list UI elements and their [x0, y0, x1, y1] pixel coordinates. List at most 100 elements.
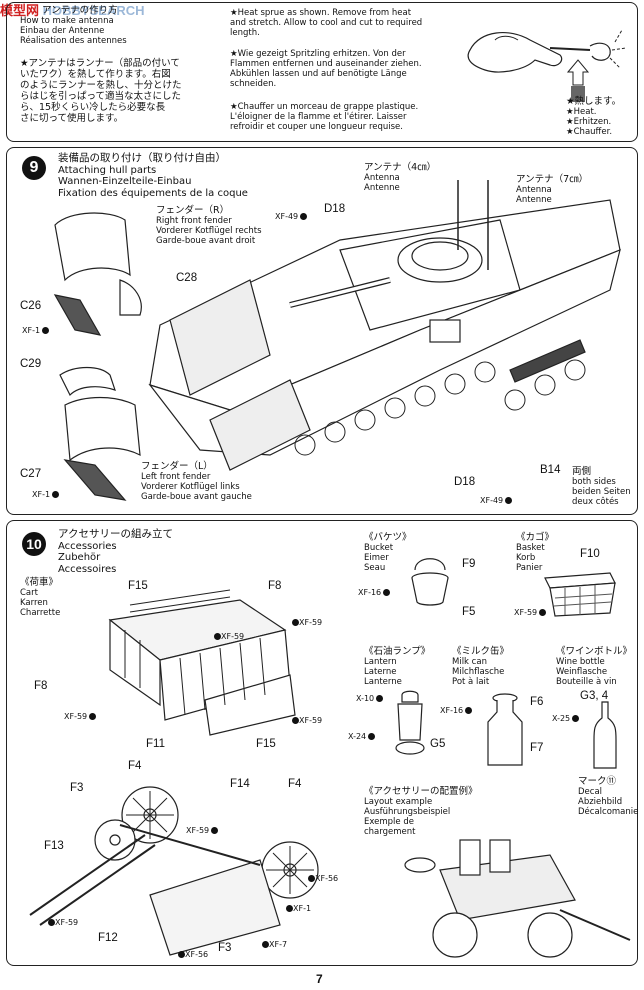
decal-fr: Décalcomanie: [578, 807, 639, 817]
part-f4-right: F4: [288, 778, 302, 790]
step10-title-jp: アクセサリーの組み立て: [58, 528, 173, 540]
de-line: schneiden.: [230, 79, 277, 89]
paint-code: XF-59: [299, 716, 323, 725]
bucket-label: 《バケツ》 Bucket Eimer Seau: [364, 532, 412, 573]
part-d18-top: D18: [324, 203, 346, 215]
decal-number: ⑪: [606, 776, 617, 787]
paint-dot-icon: [368, 733, 376, 740]
jp-line: のようにランナーを熱し、十分とけた: [20, 80, 182, 91]
paint-xf59-b: XF-59: [290, 618, 322, 627]
heat-en: ★Heat.: [566, 107, 597, 117]
antenna-7cm-jp: アンテナ（7㎝）: [516, 174, 589, 185]
paint-code: XF-1: [32, 490, 51, 499]
paint-dot-icon: [286, 905, 293, 912]
part-f14: F14: [230, 778, 250, 790]
step10-title-fr: Accessoires: [58, 563, 117, 575]
cart-fr: Charrette: [20, 608, 61, 618]
fender-r-de: Vorderer Kotflügel rechts: [156, 226, 262, 236]
paint-code: X-25: [552, 714, 571, 723]
paint-xf56-a: XF-56: [306, 874, 338, 883]
paint-dot-icon: [42, 327, 50, 334]
part-f9: F9: [462, 558, 476, 570]
part-f4-left: F4: [128, 760, 142, 772]
de-line: Flammen entfernen und auseinander ziehen…: [230, 59, 422, 69]
decal-jp: マーク: [578, 776, 607, 787]
b14-note: 両側 both sides beiden Seiten deux côtés: [572, 466, 631, 507]
antenna-box: [6, 2, 638, 142]
b14-note-en: both sides: [572, 477, 616, 487]
de-line: Abkühlen lassen und auf benötigte Länge: [230, 69, 407, 79]
paint-x24: X-24: [348, 732, 376, 741]
lantern-illustration: [395, 690, 425, 755]
lantern-en: Lantern: [364, 657, 397, 667]
step10-title-en: Accessories: [58, 540, 117, 552]
wine-fr: Bouteille à vin: [556, 677, 617, 687]
antenna-title-fr: Réalisation des antennes: [20, 36, 127, 46]
paint-code: XF-59: [299, 618, 323, 627]
part-f7: F7: [530, 742, 544, 754]
paint-x10: X-10: [356, 694, 384, 703]
antenna-title-en: How to make antenna: [20, 16, 114, 26]
b14-note-fr: deux côtés: [572, 497, 619, 507]
part-f11: F11: [146, 738, 165, 750]
paint-xf7: XF-7: [260, 940, 287, 949]
jp-line: いたワク）を熱して作ります。右図: [20, 69, 171, 80]
decal-de: Abziehbild: [578, 797, 623, 807]
part-f3-bottom: F3: [218, 942, 232, 954]
paint-dot-icon: [211, 827, 219, 834]
decal-en: Decal: [578, 787, 603, 797]
paint-xf16-a: XF-16: [358, 588, 391, 597]
step9-box: [6, 147, 638, 515]
fr-line: refroidir et couper une longueur requise…: [230, 122, 403, 132]
paint-code: XF-59: [186, 826, 210, 835]
fender-l-fr: Garde-boue avant gauche: [141, 492, 252, 502]
step9-title-de: Wannen-Einzelteile-Einbau: [58, 176, 192, 187]
antenna-box-heading: アンテナの作り方 How to make antenna Einbau der …: [20, 6, 127, 47]
paint-xf49-bottom: XF-49: [480, 496, 513, 505]
paint-dot-icon: [52, 491, 60, 498]
cart-de: Karren: [20, 598, 48, 608]
paint-code: XF-56: [185, 950, 209, 959]
cart-label: 《荷車》 Cart Karren Charrette: [20, 577, 60, 618]
paint-dot-icon: [505, 497, 513, 504]
cart-chassis-illustration: [29, 786, 319, 956]
paint-code: X-10: [356, 694, 375, 703]
wine-de: Weinflasche: [556, 667, 608, 677]
paint-code: XF-49: [480, 496, 504, 505]
bucket-illustration: [411, 558, 449, 606]
antenna-4cm-en: Antenna: [364, 173, 400, 183]
jp-line: ★アンテナはランナー（部品の付いて: [20, 58, 180, 69]
paint-xf59-f: XF-59: [186, 826, 219, 835]
part-c29: C29: [20, 358, 42, 370]
heat-label: ★熱します。 ★Heat. ★Erhitzen. ★Chauffer.: [566, 96, 621, 137]
part-d18-bottom: D18: [454, 476, 476, 488]
basket-en: Basket: [516, 543, 545, 553]
paint-code: XF-49: [275, 212, 299, 221]
paint-dot-icon: [376, 695, 384, 702]
step9-title-fr: Fixation des équipements de la coque: [58, 187, 248, 199]
antenna-7cm-de: Antenne: [516, 195, 552, 205]
fender-l-label: フェンダー（L） Left front fender Vorderer Kotf…: [141, 461, 252, 502]
page-number: 7: [316, 972, 323, 986]
antenna-jp-body: ★アンテナはランナー（部品の付いて いたワク）を熱して作ります。右図 のようにラ…: [20, 58, 182, 124]
part-f12: F12: [98, 932, 118, 944]
antenna-7cm-label: アンテナ（7㎝） Antenna Antenne: [516, 174, 588, 205]
paint-code: XF-59: [514, 608, 538, 617]
en-line: and stretch. Allow to cool and cut to re…: [230, 18, 423, 28]
bucket-en: Bucket: [364, 543, 394, 553]
wine-bottle-illustration: [593, 701, 617, 769]
layout-de: Ausführungsbeispiel: [364, 807, 451, 817]
part-f15-bottom: F15: [256, 738, 276, 750]
paint-dot-icon: [178, 951, 185, 958]
bucket-de: Eimer: [364, 553, 389, 563]
paint-dot-icon: [465, 707, 473, 714]
paint-code: XF-59: [64, 712, 88, 721]
milkcan-label: 《ミルク缶》 Milk can Milchflasche Pot à lait: [452, 646, 509, 687]
watermark-en: HOBBYSEARCH: [42, 3, 145, 18]
heat-sprue-illustration: [467, 29, 627, 102]
cart-jp: 《荷車》: [20, 577, 59, 588]
paint-xf59-d: XF-59: [290, 716, 322, 725]
part-c28: C28: [176, 272, 198, 284]
paint-code: XF-56: [315, 874, 339, 883]
fender-r-en: Right front fender: [156, 216, 232, 226]
